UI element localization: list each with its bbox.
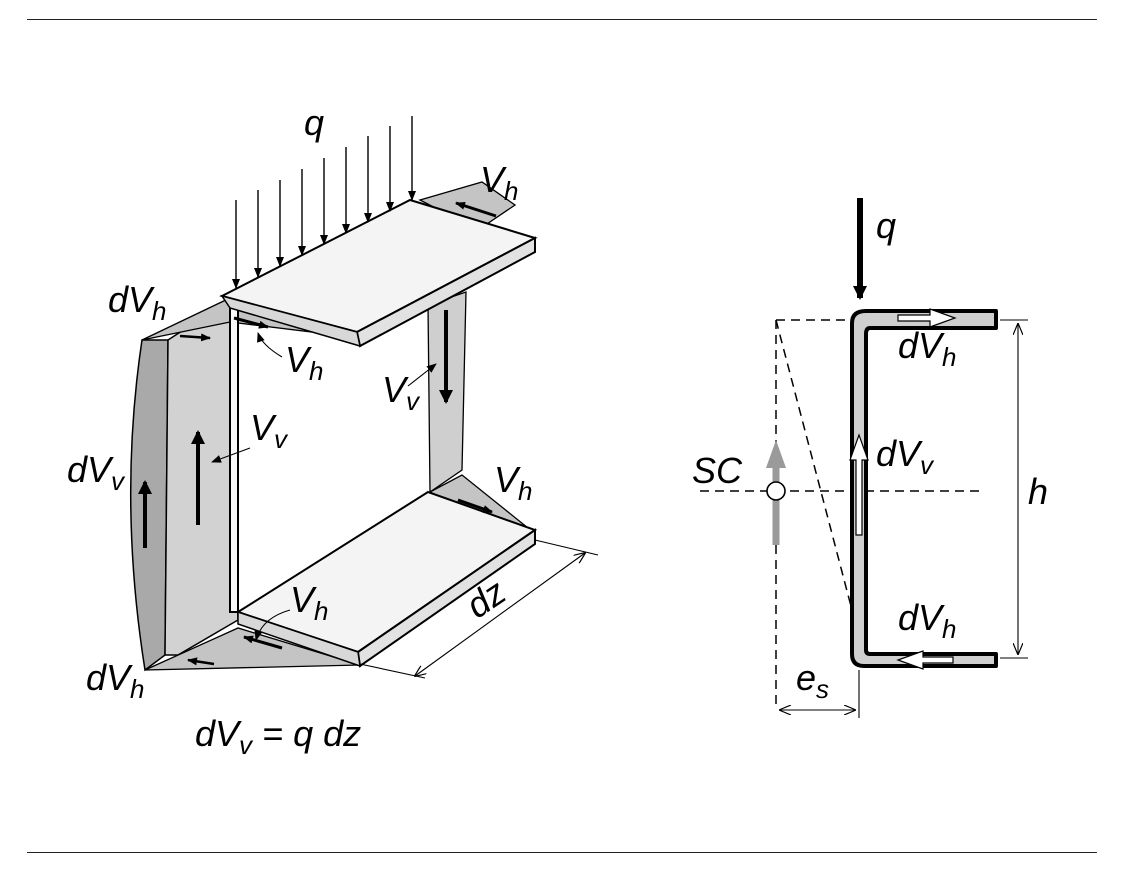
shear-flow-arrows — [138, 201, 497, 666]
height-label: h — [1028, 471, 1048, 512]
label-vh-bottom-inner: Vh — [290, 579, 328, 626]
channel-cross-section — [700, 198, 1028, 718]
eccentricity-label: es — [796, 657, 829, 704]
web-shear-diagram-left-dark — [129, 339, 169, 672]
web-shear-diagram-left — [164, 298, 239, 656]
label-vh-bottom-right: Vh — [494, 459, 532, 506]
channel-web — [229, 299, 239, 613]
leader-lines — [211, 332, 437, 641]
label-vv-left: Vv — [250, 407, 289, 454]
shear-center-marker — [766, 481, 786, 501]
flange-shear-diagram-bottom-left — [144, 627, 361, 671]
equation: dVv = q dz — [195, 713, 361, 760]
channel-section-shape — [850, 309, 998, 668]
top-rule — [27, 19, 1097, 20]
label-dvh-top-left: dVh — [108, 279, 167, 326]
dz-dimension — [359, 539, 599, 679]
label-vv-right: Vv — [382, 369, 421, 416]
section-load-label: q — [876, 205, 896, 246]
label-dvh-top-section: dVh — [898, 325, 957, 372]
label-vh-top-inner: Vh — [285, 339, 323, 386]
shear-center-label: SC — [692, 450, 743, 491]
label-dvv-section: dVv — [876, 433, 935, 480]
label-dvh-bottom-section: dVh — [898, 597, 957, 644]
bottom-rule — [27, 852, 1097, 853]
channel-segment-3d — [129, 116, 599, 679]
label-vh-top-right: Vh — [480, 159, 518, 206]
label-dvv-left: dVv — [67, 449, 126, 496]
left-load-label: q — [304, 102, 324, 143]
label-dvh-bottom-left: dVh — [86, 657, 145, 704]
distributed-load-arrows — [232, 116, 416, 289]
